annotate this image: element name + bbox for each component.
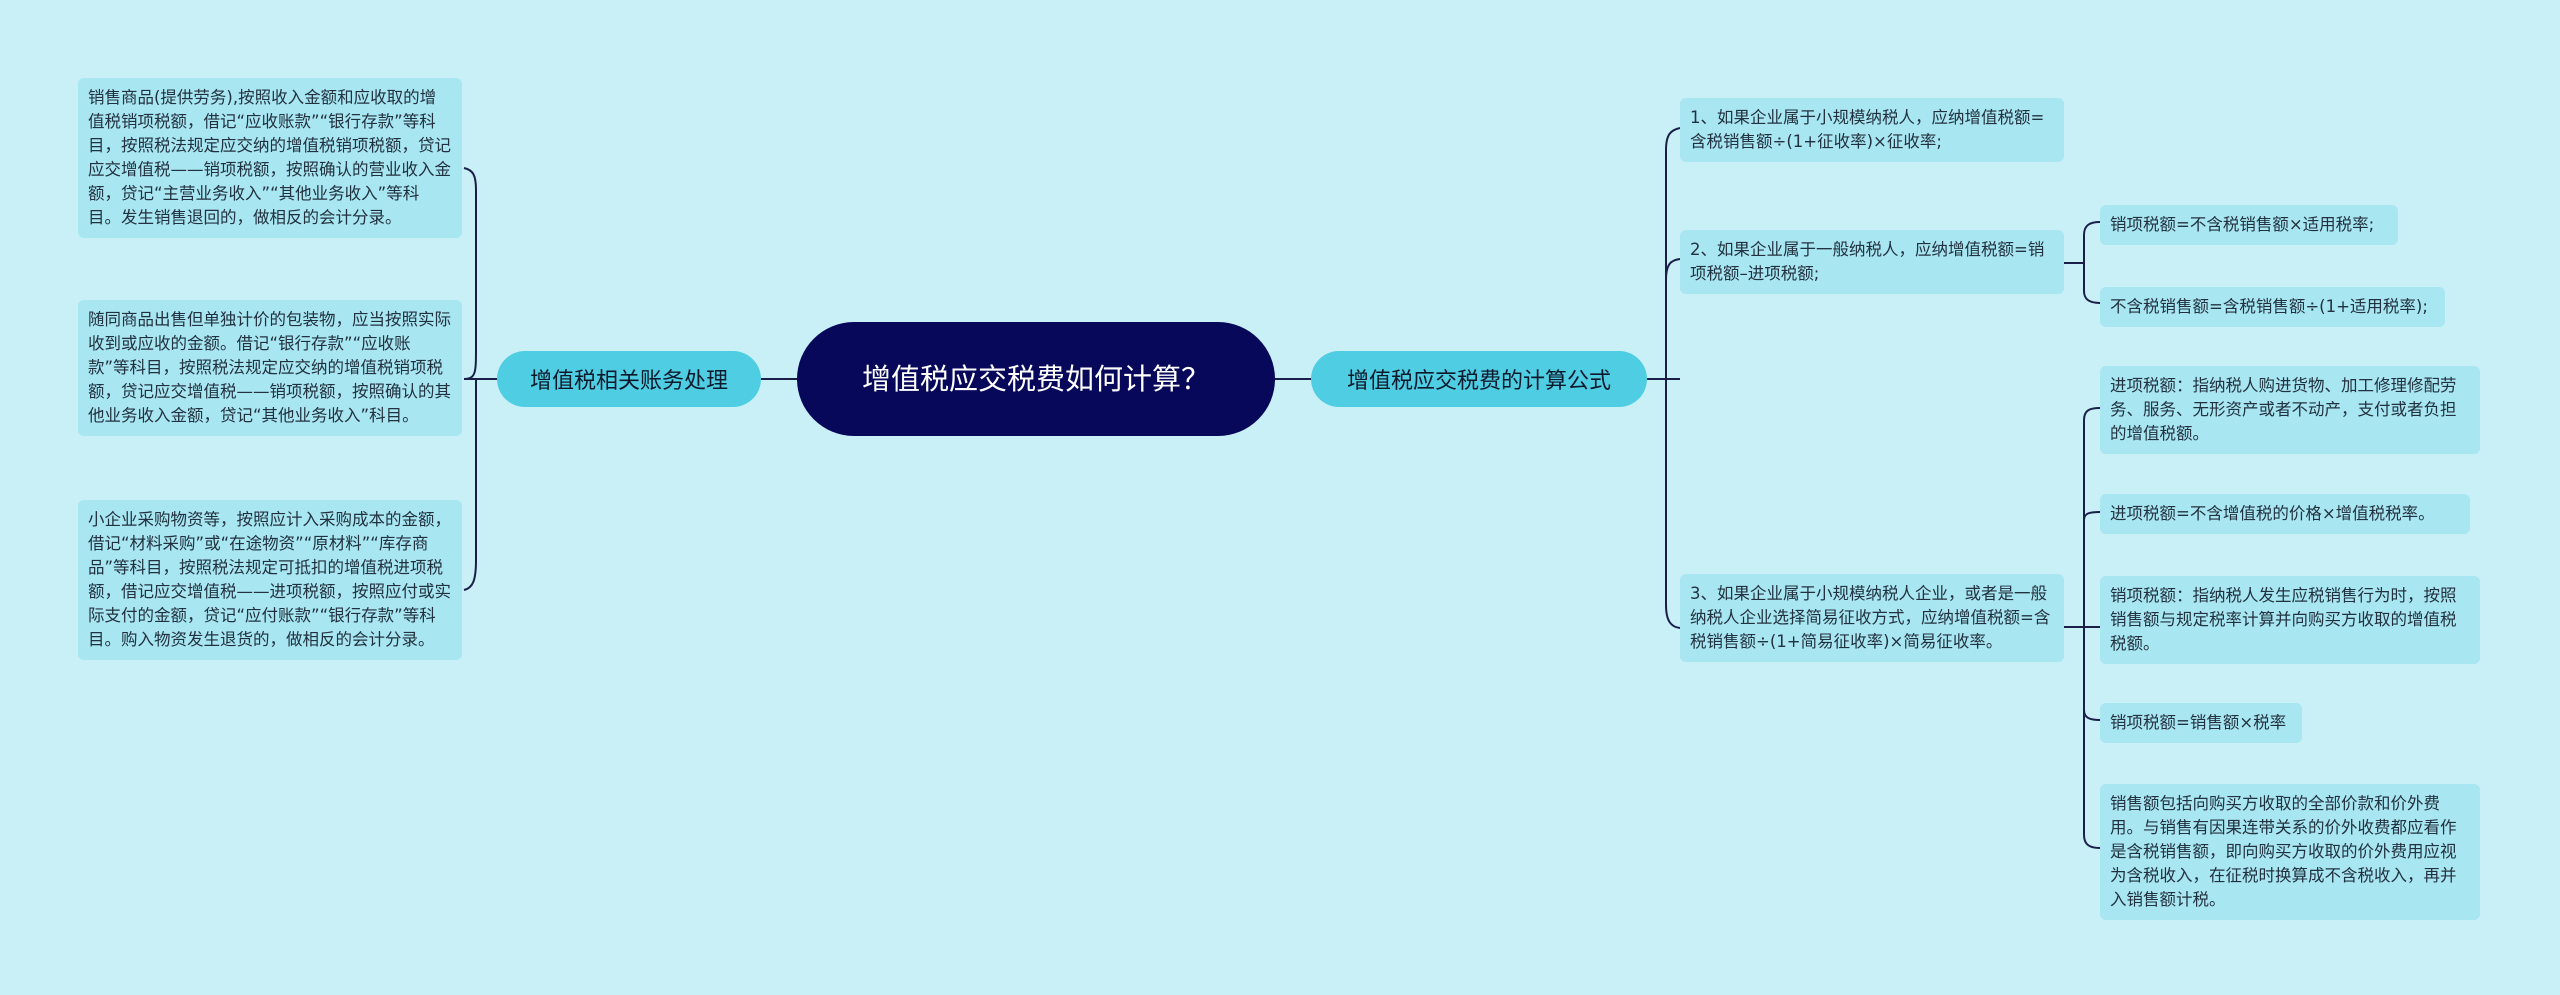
child-tax-exclusive-sales-formula[interactable]: 不含税销售额=含税销售额÷(1+适用税率); <box>2100 287 2445 327</box>
root-topic[interactable]: 增值税应交税费如何计算？ <box>797 322 1275 436</box>
child-output-tax-formula[interactable]: 销项税额=不含税销售额×适用税率; <box>2100 205 2398 245</box>
branch-calculation-formula[interactable]: 增值税应交税费的计算公式 <box>1311 351 1647 407</box>
branch-accounting-treatment[interactable]: 增值税相关账务处理 <box>497 351 761 407</box>
formula-general-taxpayer[interactable]: 2、如果企业属于一般纳税人，应纳增值税额=销项税额–进项税额; <box>1680 230 2064 294</box>
leaf-packaging-entry[interactable]: 随同商品出售但单独计价的包装物，应当按照实际收到或应收的金额。借记“银行存款”“… <box>78 300 462 436</box>
leaf-purchase-entry[interactable]: 小企业采购物资等，按照应计入采购成本的金额，借记“材料采购”或“在途物资”“原材… <box>78 500 462 660</box>
formula-simple-levy[interactable]: 3、如果企业属于小规模纳税人企业，或者是一般纳税人企业选择简易征收方式，应纳增值… <box>1680 574 2064 662</box>
child-sales-amount-definition[interactable]: 销售额包括向购买方收取的全部价款和价外费用。与销售有因果连带关系的价外收费都应看… <box>2100 784 2480 920</box>
child-output-tax-simple-formula[interactable]: 销项税额=销售额×税率 <box>2100 703 2302 743</box>
child-input-tax-definition[interactable]: 进项税额：指纳税人购进货物、加工修理修配劳务、服务、无形资产或者不动产，支付或者… <box>2100 366 2480 454</box>
child-output-tax-definition[interactable]: 销项税额：指纳税人发生应税销售行为时，按照销售额与规定税率计算并向购买方收取的增… <box>2100 576 2480 664</box>
child-input-tax-formula[interactable]: 进项税额=不含增值税的价格×增值税税率。 <box>2100 494 2470 534</box>
leaf-sales-entry[interactable]: 销售商品(提供劳务),按照收入金额和应收取的增值税销项税额，借记“应收账款”“银… <box>78 78 462 238</box>
formula-small-scale-taxpayer[interactable]: 1、如果企业属于小规模纳税人，应纳增值税额=含税销售额÷(1+征收率)×征收率; <box>1680 98 2064 162</box>
